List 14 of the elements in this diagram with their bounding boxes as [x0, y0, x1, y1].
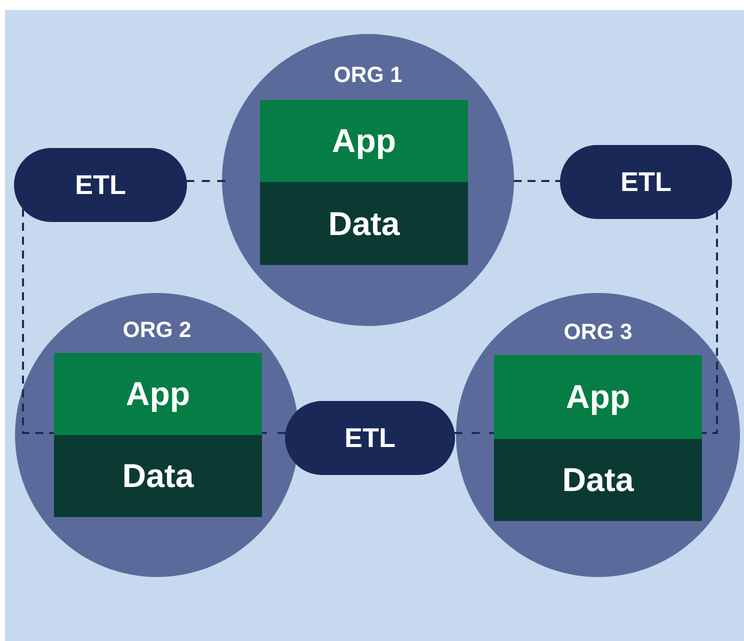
dashed-connector: [454, 432, 497, 434]
etl-pill: ETL: [285, 401, 455, 475]
app-box: App: [260, 100, 468, 182]
org-label: ORG 1: [332, 62, 404, 88]
data-box: Data: [494, 439, 702, 521]
org-label: ORG 2: [122, 317, 192, 343]
app-box: App: [54, 353, 262, 435]
dashed-connector: [186, 180, 226, 182]
data-box: Data: [260, 182, 468, 265]
data-box: Data: [54, 435, 262, 517]
etl-pill: ETL: [560, 145, 732, 219]
org-label: ORG 3: [562, 319, 634, 345]
app-box: App: [494, 355, 702, 439]
etl-pill: ETL: [14, 148, 187, 222]
